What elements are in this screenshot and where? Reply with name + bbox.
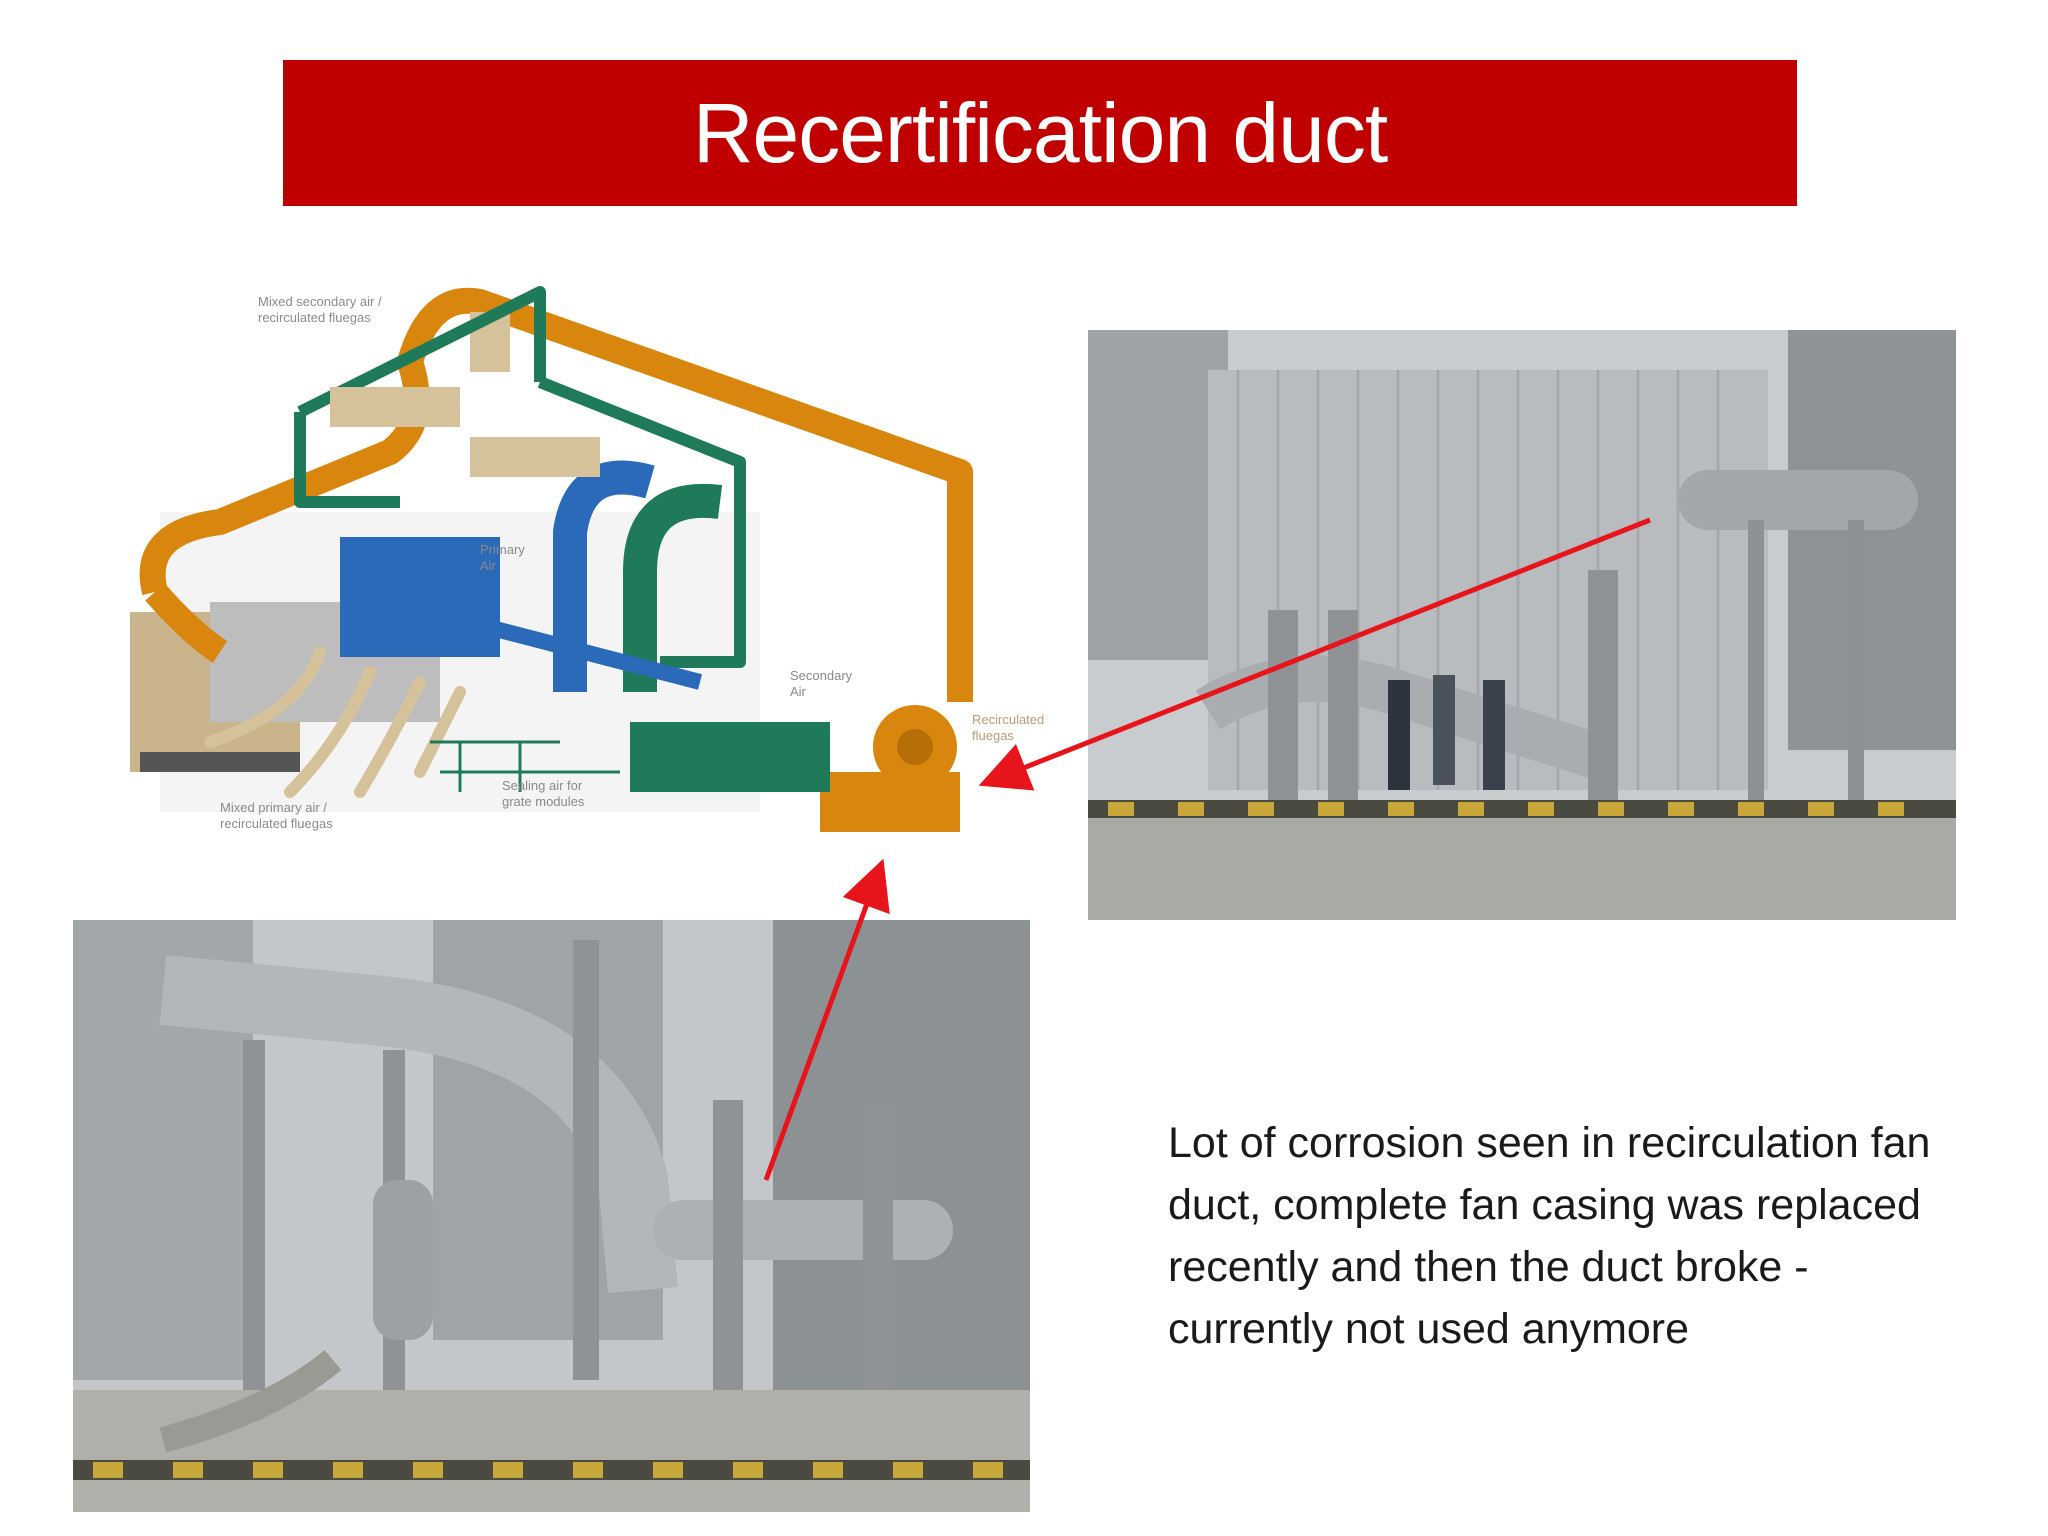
secondary-air-elbow: [623, 483, 723, 692]
primary-air-header: [427, 604, 703, 690]
photo-duct-elbow: [73, 920, 1030, 1512]
label-primary-air: Primary Air: [480, 542, 528, 573]
slide-title: Recertification duct: [692, 86, 1388, 180]
label-sealing-air: Sealing air for grate modules: [502, 778, 586, 809]
label-secondary-air: Secondary Air: [790, 668, 856, 699]
sealing-air-lines: [430, 740, 620, 792]
slide-caption: Lot of corrosion seen in recirculation f…: [1168, 1119, 1931, 1353]
secondary-air-duct: [294, 286, 746, 668]
boiler-base: [140, 752, 300, 772]
fluegas-duct-orange-lower: [145, 583, 228, 663]
recirculation-fan-hub: [897, 729, 933, 765]
mixed-primary-air-pipes: [204, 646, 466, 798]
secondary-air-fan: [630, 722, 830, 792]
primary-air-elbow: [553, 460, 655, 692]
duct-diagram: Mixed secondary air / recirculated flueg…: [100, 272, 1100, 872]
label-mixed-secondary: Mixed secondary air / recirculated flueg…: [258, 294, 385, 325]
photo-plant-exterior-svg: [1088, 330, 1956, 920]
photo-duct-elbow-svg: [73, 920, 1030, 1512]
title-bar: Recertification duct: [283, 60, 1797, 206]
recirculation-fan-base: [820, 772, 960, 832]
primary-air-manifold: [340, 537, 500, 657]
nozzle-rack-lower: [470, 437, 600, 477]
photo-plant-exterior: [1088, 330, 1956, 920]
nozzle-rack-upper: [330, 387, 460, 427]
label-mixed-primary: Mixed primary air / recirculated fluegas: [220, 800, 333, 831]
duct-diagram-svg: Mixed secondary air / recirculated flueg…: [130, 286, 1048, 832]
label-recirculated-fluegas: Recirculated fluegas: [972, 712, 1048, 743]
